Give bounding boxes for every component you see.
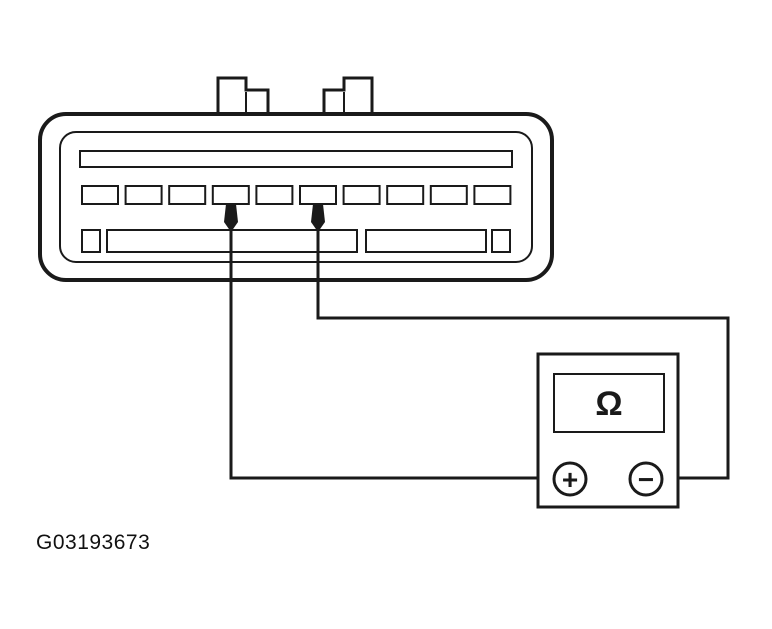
minus-circle-icon: − — [628, 461, 664, 497]
terminal-cavity — [386, 185, 425, 205]
terminal-cavity — [124, 185, 163, 205]
probe-positive — [224, 204, 238, 232]
terminal-cavity — [255, 185, 294, 205]
terminal-cavity — [429, 185, 468, 205]
ohm-symbol: Ω — [595, 385, 622, 423]
negative-terminal-symbol: − — [638, 464, 654, 495]
connector-outer-shell — [38, 112, 554, 282]
connector-cavity-row — [81, 185, 512, 205]
positive-test-lead — [229, 228, 552, 480]
electrical-connector — [38, 76, 554, 282]
ohmmeter-display — [553, 373, 665, 433]
terminal-cavity — [342, 185, 381, 205]
connector-top-slot — [79, 150, 513, 168]
probe-negative — [311, 204, 325, 232]
negative-test-lead — [316, 228, 730, 480]
plus-circle-icon: + — [552, 461, 588, 497]
terminal-cavity — [81, 185, 119, 205]
figure-id-label: G03193673 — [36, 531, 151, 554]
terminal-cavity — [168, 185, 207, 205]
positive-terminal-symbol: + — [562, 464, 578, 495]
terminal-cavity — [473, 185, 512, 205]
connector-inner-face — [59, 131, 533, 263]
ohmmeter: Ω + − — [536, 352, 680, 509]
